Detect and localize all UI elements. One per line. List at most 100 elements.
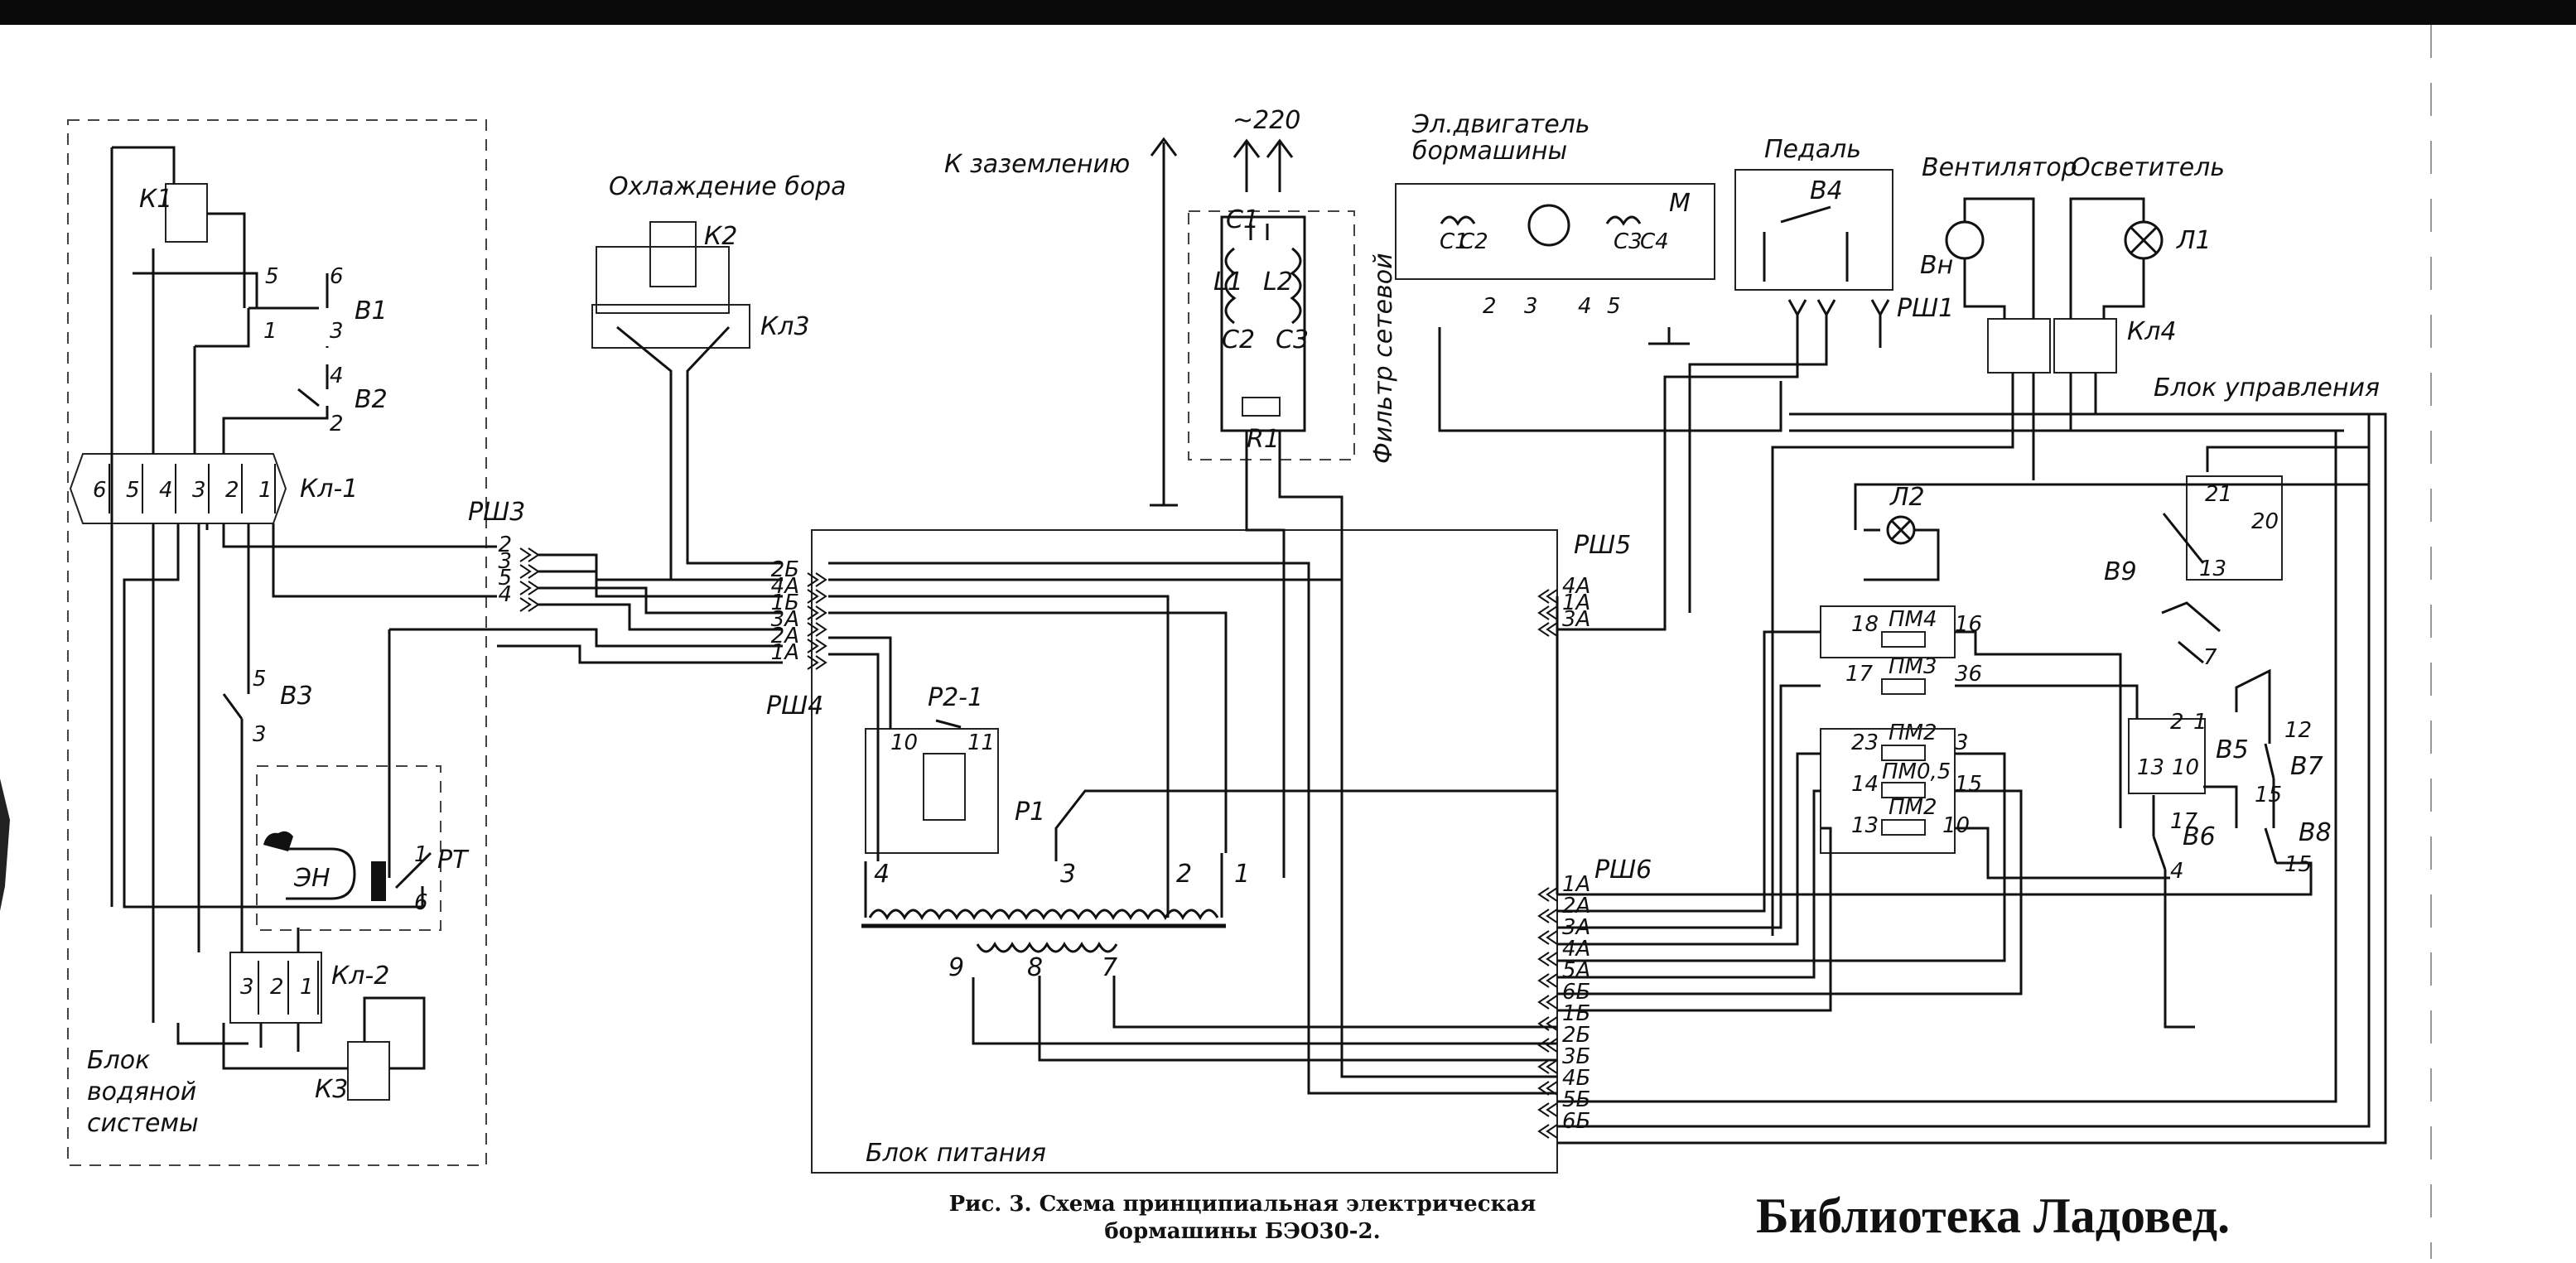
svg-text:11: 11 (967, 730, 995, 755)
kl2-pin-label: 3 (240, 975, 254, 1000)
svg-text:10: 10 (2172, 755, 2199, 780)
rsh6-pin-label: 3А (1562, 915, 1590, 940)
svg-text:5: 5 (253, 667, 267, 692)
relay-p1 (923, 753, 966, 821)
svg-text:1: 1 (263, 319, 277, 344)
rsh5-pin-label: 4А (1562, 574, 1590, 599)
label-b4: В4 (1810, 176, 1843, 205)
filter-frame (1188, 210, 1355, 460)
label-b9: В9 (2104, 557, 2137, 586)
label-pm2b: ПМ2 (1889, 795, 1937, 820)
svg-text:6: 6 (330, 264, 344, 289)
rsh4-chevron (807, 655, 827, 670)
label-p21: Р2-1 (928, 683, 983, 712)
transformer-secondary-pin: 9 (948, 953, 964, 982)
rsh6-pin-label: 2А (1562, 894, 1590, 918)
cooling-label: Охлаждение бора (609, 172, 847, 201)
rsh3-pin-label: 2 (498, 533, 512, 557)
svg-text:3: 3 (330, 319, 344, 344)
rsh4-chevron (807, 605, 827, 620)
lamp-label: Осветитель (2071, 153, 2225, 182)
pedal-unit: Педаль В4 РШ1 (1557, 135, 1954, 631)
label-b6: В6 (2183, 822, 2216, 851)
kl1-pin-label: 4 (159, 478, 173, 503)
label-vn: Вн (1920, 251, 1953, 280)
svg-text:3: 3 (253, 722, 267, 747)
svg-text:20: 20 (2251, 509, 2279, 534)
rsh5-chevron (1537, 589, 1558, 604)
svg-text:4: 4 (330, 364, 344, 388)
transformer-primary-pin: 3 (1060, 860, 1076, 889)
pedal-label: Педаль (1764, 135, 1861, 164)
rsh4-chevron (807, 622, 827, 637)
relay-p1-frame (865, 728, 999, 854)
terminal-block-kl3 (591, 304, 750, 349)
to-ground-label: К заземлению (944, 150, 1130, 179)
heater-frame (256, 765, 441, 931)
control-block-label: Блок управления (2154, 374, 2380, 403)
label-b8: В8 (2299, 818, 2332, 847)
motor-terminal-label: 5 (1607, 294, 1621, 319)
label-kl4: Кл4 (2127, 317, 2177, 346)
mains-label: ~220 (1233, 106, 1300, 135)
rsh4-chevron (807, 639, 827, 653)
label-c2: С2 (1222, 325, 1255, 354)
rsh4-pin-label: 2Б (771, 557, 799, 582)
svg-text:17: 17 (2170, 809, 2198, 834)
cooling-wiring (616, 325, 783, 581)
kl2-pin-label: 1 (300, 975, 314, 1000)
label-c1: С1 (1226, 205, 1259, 234)
kl1-pin-label: 5 (126, 478, 140, 503)
scan-top-edge (0, 0, 2576, 25)
motor-terminal-label: С3 (1614, 229, 1643, 254)
label-l1: L1 (1213, 268, 1243, 296)
rsh6-pin-label: 4Б (1562, 1066, 1590, 1091)
label-kl3: Кл3 (760, 312, 810, 341)
caption-line-1: Рис. 3. Схема принципиальная электрическ… (949, 1192, 1536, 1217)
fuse-pm4 (1881, 631, 1926, 648)
transformer-secondary-pin: 7 (1102, 953, 1117, 982)
motor-terminal-label: 2 (1483, 294, 1497, 319)
transformer-primary-coil (868, 909, 1219, 920)
svg-text:5: 5 (265, 264, 279, 289)
filter-label: Фильтр сетевой (1369, 253, 1398, 464)
label-kl1: Кл-1 (300, 475, 358, 504)
switch-b3 (222, 693, 244, 720)
motor-terminal-label: С2 (1459, 229, 1488, 254)
svg-text:1: 1 (2193, 710, 2207, 735)
label-pm4: ПМ4 (1889, 607, 1937, 632)
svg-text:1: 1 (414, 842, 428, 867)
fan-label: Вентилятор (1922, 153, 2077, 182)
svg-text:3: 3 (1955, 730, 1969, 755)
label-m: М (1669, 189, 1691, 218)
label-rsh1: РШ1 (1897, 294, 1954, 323)
rsh6-chevron (1537, 973, 1558, 988)
filter-chokes (1224, 247, 1302, 325)
connector-rsh1 (1787, 299, 1890, 318)
label-r1: R1 (1247, 425, 1280, 454)
svg-text:2: 2 (2170, 710, 2184, 735)
switch-b7 (2264, 743, 2275, 779)
transformer-primary-pin: 4 (874, 860, 890, 889)
pedal-switch (1763, 205, 1849, 282)
svg-text:36: 36 (1955, 662, 1982, 687)
switch-b9-contacts (2161, 601, 2221, 664)
svg-text:15: 15 (1955, 772, 1982, 797)
svg-text:13: 13 (2137, 755, 2164, 780)
switch-b5-frame (2128, 718, 2206, 794)
svg-text:15: 15 (2255, 783, 2282, 807)
label-b5: В5 (2216, 735, 2249, 764)
svg-text:7: 7 (2203, 645, 2217, 670)
rsh4-chevron (807, 589, 827, 604)
rsh6-pin-label: 5Б (1562, 1087, 1590, 1112)
rsh4-chevron (807, 572, 827, 587)
scan-left-mark (0, 779, 10, 911)
filter-output-wiring (1245, 431, 1343, 878)
kl1-pin-label: 3 (192, 478, 206, 503)
label-b1: В1 (355, 296, 388, 325)
label-k1: К1 (139, 185, 172, 214)
cooling-frame (596, 246, 730, 314)
heater-element-en (286, 847, 356, 900)
